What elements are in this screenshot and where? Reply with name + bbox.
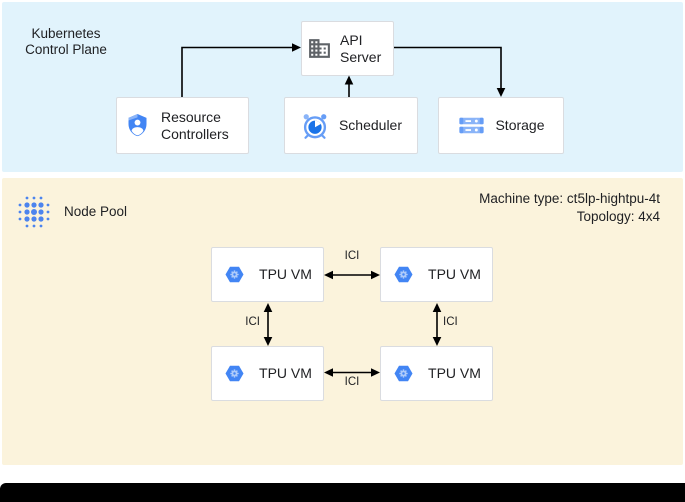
control-plane-title: Kubernetes Control Plane [16, 26, 116, 59]
api-server-label: API Server [340, 31, 382, 65]
tpu-vm-label: TPU VM [428, 266, 481, 283]
tpu-vm-label: TPU VM [428, 365, 481, 382]
compute-hexagon-gear-icon [223, 263, 246, 286]
tpu-vm-label: TPU VM [259, 365, 312, 382]
topology-text: Topology: 4x4 [576, 208, 660, 224]
compute-hexagon-gear-icon [392, 263, 415, 286]
compute-hexagon-gear-icon [392, 362, 415, 385]
building-icon [307, 36, 332, 61]
ici-label-bottom: ICI [344, 376, 360, 388]
ici-label-right: ICI [443, 316, 458, 328]
tpu-vm-node-3: TPU VM [211, 346, 324, 401]
machine-type-text: Machine type: ct5lp-hightpu-4t [479, 191, 660, 206]
resource-controllers-node: Resource Controllers [116, 97, 249, 154]
tpu-vm-node-2: TPU VM [380, 247, 493, 302]
ici-label-left: ICI [245, 316, 260, 328]
tpu-vm-node-4: TPU VM [380, 346, 493, 401]
resource-controllers-label: Resource Controllers [161, 108, 229, 142]
scheduler-label: Scheduler [338, 117, 403, 134]
control-plane-title-line2: Control Plane [25, 42, 107, 58]
alarm-clock-icon [300, 111, 330, 141]
storage-node: Storage [438, 97, 564, 154]
shield-user-icon [124, 112, 151, 139]
api-server-node: API Server [301, 21, 394, 76]
server-stack-icon [457, 111, 486, 140]
control-plane-title-line1: Kubernetes [31, 26, 101, 41]
bottom-bar [0, 483, 685, 502]
storage-label: Storage [495, 117, 545, 134]
tpu-vm-label: TPU VM [259, 266, 312, 283]
machine-info: Machine type: ct5lp-hightpu-4t Topology:… [479, 190, 660, 225]
tpu-vm-node-1: TPU VM [211, 247, 324, 302]
dot-cluster-icon [12, 190, 56, 239]
scheduler-node: Scheduler [284, 97, 418, 154]
compute-hexagon-gear-icon [223, 362, 246, 385]
node-pool-section [2, 178, 683, 465]
ici-label-top: ICI [344, 250, 360, 262]
node-pool-label: Node Pool [64, 204, 128, 219]
